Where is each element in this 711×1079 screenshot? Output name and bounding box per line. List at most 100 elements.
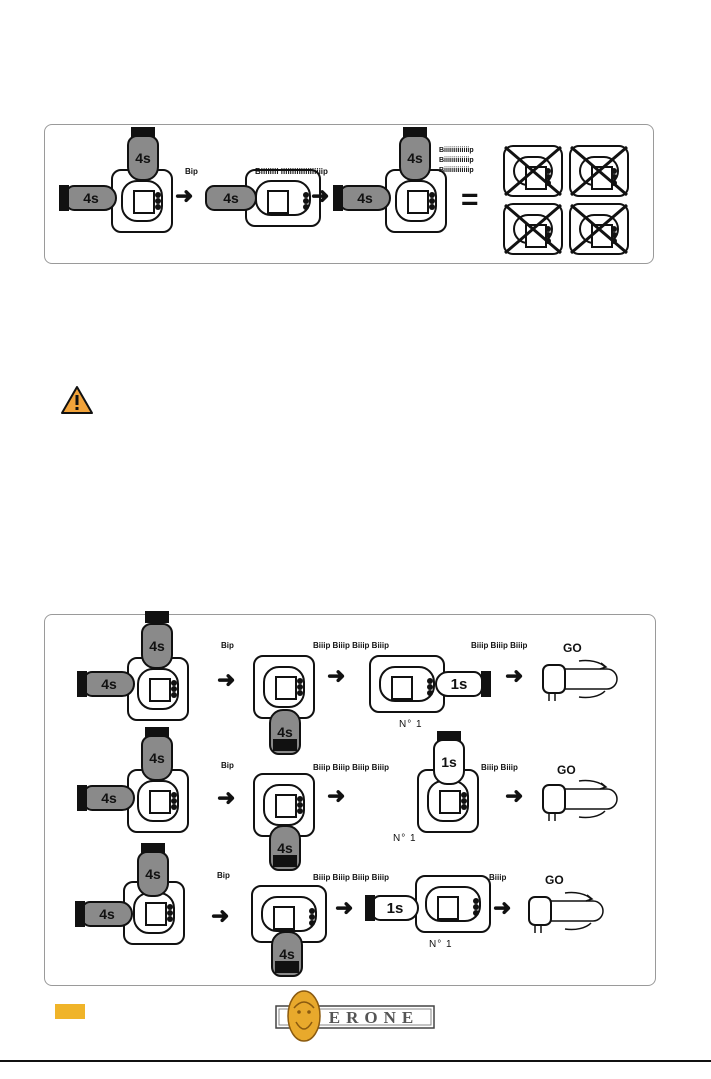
cuff bbox=[273, 855, 297, 867]
beep-label: Bip bbox=[221, 641, 234, 650]
arrow-right-icon: ➜ bbox=[505, 663, 524, 688]
beep-label: Biiip Biiip bbox=[481, 763, 518, 772]
beep-label: Biiip Biiip Biiip bbox=[471, 641, 528, 650]
hold-time-label: 4s bbox=[83, 190, 99, 206]
beep-label: Biiiiiiiiiiiiip bbox=[439, 167, 474, 174]
arrow-right-icon: ➜ bbox=[335, 895, 354, 920]
hold-time-label: 4s bbox=[135, 150, 151, 166]
channel-label: N° 1 bbox=[429, 939, 453, 950]
programming-sequence-panel: 4s 4s Bip ➜ 4s Biiip Biiip Biiip Biiip ➜… bbox=[44, 611, 656, 986]
cuff bbox=[59, 185, 69, 211]
cuff bbox=[333, 185, 343, 211]
remote-control bbox=[253, 655, 315, 719]
erone-logo: ERONE bbox=[275, 990, 435, 1042]
hold-time-label: 4s bbox=[279, 946, 295, 962]
press-time-label: 1s bbox=[441, 754, 457, 770]
go-label: GO bbox=[545, 873, 564, 887]
hand-press-top: 4s bbox=[141, 735, 173, 781]
motor-icon bbox=[542, 659, 618, 701]
beep-label: Bip bbox=[217, 871, 230, 880]
hold-time-label: 4s bbox=[277, 724, 293, 740]
channel-label: N° 1 bbox=[399, 719, 423, 730]
erased-remote bbox=[503, 203, 563, 255]
cuff bbox=[365, 895, 375, 921]
remote-control bbox=[385, 169, 447, 233]
beep-label: Biiip Biiip Biiip Biiip bbox=[313, 873, 389, 882]
hand-press-left: 1s bbox=[371, 895, 419, 921]
hold-time-label: 4s bbox=[223, 190, 239, 206]
beep-label: Biiip Biiip Biiip Biiip bbox=[313, 763, 389, 772]
press-time-label: 1s bbox=[450, 675, 468, 693]
remote-control bbox=[369, 655, 445, 713]
cuff bbox=[75, 901, 85, 927]
remote-control bbox=[415, 875, 491, 933]
cuff bbox=[481, 671, 491, 697]
hand-press-left: 4s bbox=[205, 185, 257, 211]
hold-time-label: 4s bbox=[99, 906, 115, 922]
channel-label: N° 1 bbox=[393, 833, 417, 844]
beep-label: Biiiiiiiiiiiiip bbox=[439, 147, 474, 154]
beep-label: Biiip bbox=[489, 873, 507, 882]
beep-label: Biiiiiiii iiiiiiiiiiiiiiiiiiip bbox=[255, 167, 328, 176]
arrow-right-icon: ➜ bbox=[311, 183, 330, 208]
motor-icon bbox=[528, 891, 604, 933]
hand-press-left: 4s bbox=[81, 901, 133, 927]
warning-triangle-icon bbox=[61, 386, 93, 414]
beep-label: Biiiiiiiiiiiiip bbox=[439, 157, 474, 164]
beep-label: Bip bbox=[221, 761, 234, 770]
arrow-right-icon: ➜ bbox=[327, 783, 346, 808]
erased-remote bbox=[569, 145, 629, 197]
cuff bbox=[273, 739, 297, 751]
hand-press-top: 4s bbox=[137, 851, 169, 897]
cuff bbox=[77, 785, 87, 811]
press-time-label: 1s bbox=[386, 899, 404, 917]
hand-press-left: 4s bbox=[339, 185, 391, 211]
arrow-right-icon: ➜ bbox=[327, 663, 346, 688]
beep-label: Bip bbox=[185, 167, 198, 176]
go-label: GO bbox=[557, 763, 576, 777]
erased-remote bbox=[569, 203, 629, 255]
cross-icon bbox=[504, 203, 562, 255]
hand-press-top: 4s bbox=[399, 135, 431, 181]
arrow-right-icon: ➜ bbox=[217, 667, 236, 692]
cuff bbox=[141, 843, 165, 853]
hold-time-label: 4s bbox=[101, 790, 117, 806]
cross-icon bbox=[504, 145, 562, 197]
go-label: GO bbox=[563, 641, 582, 655]
hold-time-label: 4s bbox=[145, 866, 161, 882]
cuff bbox=[145, 727, 169, 737]
cuff bbox=[145, 611, 169, 623]
hand-press-left: 4s bbox=[65, 185, 117, 211]
cuff bbox=[131, 127, 155, 137]
reset-sequence-panel: 4s 4s ➜ Bip 4s Biiiiiiii iiiiiiiiiiiiiii… bbox=[44, 124, 654, 264]
arrow-right-icon: ➜ bbox=[217, 785, 236, 810]
remote-control bbox=[245, 169, 321, 227]
hand-press-top: 4s bbox=[127, 135, 159, 181]
hold-time-label: 4s bbox=[277, 840, 293, 856]
hold-time-label: 4s bbox=[407, 150, 423, 166]
cross-icon bbox=[570, 145, 628, 197]
erased-remote bbox=[503, 145, 563, 197]
hold-time-label: 4s bbox=[149, 750, 165, 766]
motor-icon bbox=[542, 779, 618, 821]
remote-control bbox=[123, 881, 185, 945]
arrow-right-icon: ➜ bbox=[505, 783, 524, 808]
equals-sign: = bbox=[461, 183, 479, 216]
hand-press-right: 1s bbox=[435, 671, 483, 697]
footer-rule bbox=[0, 1060, 711, 1062]
hand-press-left: 4s bbox=[83, 671, 135, 697]
hand-press-top: 4s bbox=[141, 623, 173, 669]
cuff bbox=[77, 671, 87, 697]
logo-text: ERONE bbox=[329, 1008, 419, 1027]
hold-time-label: 4s bbox=[357, 190, 373, 206]
hand-press-top: 1s bbox=[433, 739, 465, 785]
cuff bbox=[403, 127, 427, 137]
arrow-right-icon: ➜ bbox=[175, 183, 194, 208]
hold-time-label: 4s bbox=[101, 676, 117, 692]
cross-icon bbox=[570, 203, 628, 255]
hand-press-left: 4s bbox=[83, 785, 135, 811]
arrow-right-icon: ➜ bbox=[211, 903, 230, 928]
cuff bbox=[437, 731, 461, 741]
page-number-strip bbox=[55, 1004, 85, 1019]
arrow-right-icon: ➜ bbox=[493, 895, 512, 920]
